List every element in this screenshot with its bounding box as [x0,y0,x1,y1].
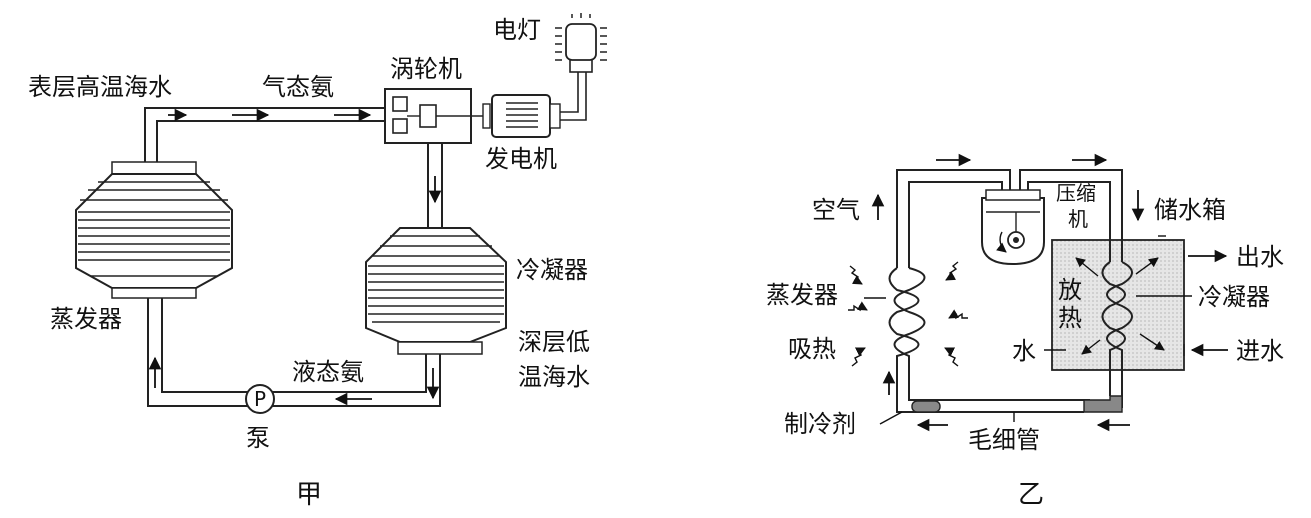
heat-absorb-arrows [848,261,968,367]
lamp [555,13,607,73]
turbine [384,88,488,144]
heat-release-label-line2: 热 [1058,304,1082,332]
condenser-coil [1101,261,1133,408]
compressor-label-line2: 机 [1068,207,1088,231]
liquid-ammonia-pipe [147,298,441,407]
air-label: 空气 [812,196,860,224]
lamp-label: 电灯 [493,16,541,44]
gas-ammonia-pipe [144,107,385,170]
tank-label: 储水箱 [1154,196,1226,224]
figure-a-caption: 甲 [296,480,322,510]
heat-release-label-line1: 放 [1058,276,1082,304]
deep-water-label-line1: 深层低 [518,328,590,356]
absorb-label: 吸热 [788,335,836,363]
figure-a: P 表层高温海水 气态氨 涡轮机 电灯 发电机 蒸发器 冷凝器 深层低 温海水 … [28,13,607,510]
water-in-label: 进水 [1236,337,1284,365]
water-label: 水 [1012,337,1036,365]
pump-symbol: P [254,387,266,411]
pump-label: 泵 [246,424,270,452]
evaporator-a [75,161,233,299]
turbine-condenser-pipe [427,143,443,228]
refrigerant-label: 制冷剂 [784,410,856,438]
generator [482,70,587,138]
capillary-pipe [910,395,1123,413]
pump: P [245,384,275,414]
water-in-out [1183,249,1228,357]
turbine-label: 涡轮机 [390,55,462,83]
surface-water-label: 表层高温海水 [28,73,172,101]
top-pipe [896,169,1123,268]
leader-lines [864,235,1192,425]
water-out-label: 出水 [1236,243,1284,271]
condenser-label: 冷凝器 [516,256,588,284]
evaporator-coil [888,267,926,413]
compressor-label-line1: 压缩 [1056,181,1096,205]
heat-release-arrows [1075,257,1165,355]
condenser-a [365,227,507,355]
deep-water-label-line2: 温海水 [518,363,590,391]
evaporator-label: 蒸发器 [50,305,122,333]
evaporator-b-label: 蒸发器 [766,281,838,309]
generator-label: 发电机 [485,145,557,173]
condenser-b-label: 冷凝器 [1198,283,1270,311]
liquid-ammonia-label: 液态氨 [292,358,364,386]
figure-b: 空气 压缩 机 储水箱 出水 蒸发器 放 热 冷凝器 吸热 水 进水 制冷剂 毛… [766,153,1284,510]
compressor [981,189,1045,266]
figure-b-caption: 乙 [1018,480,1044,510]
gas-ammonia-label: 气态氨 [262,73,334,101]
capillary-label: 毛细管 [968,426,1040,454]
